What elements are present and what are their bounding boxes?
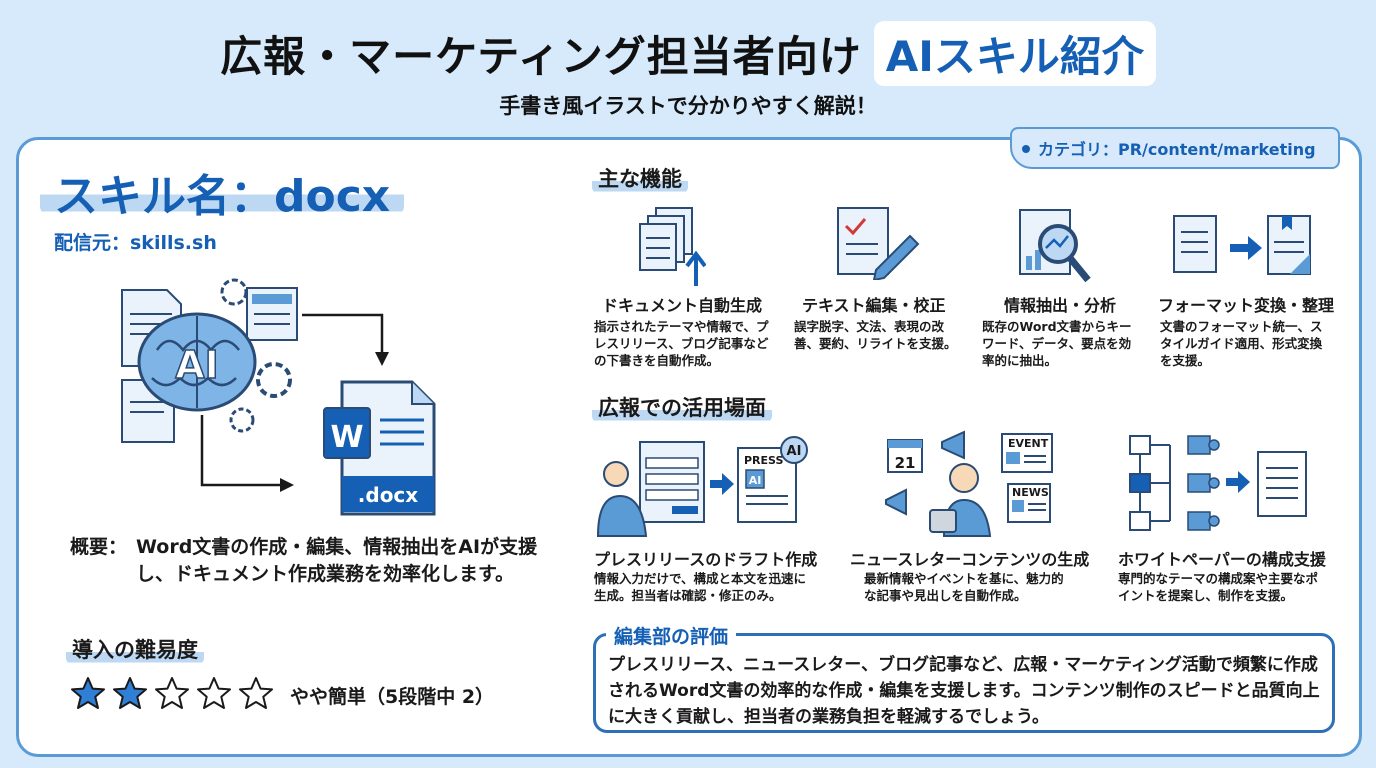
overview: 概要： Word文書の作成・編集、情報抽出をAIが支援し、ドキュメント作成業務を… [70, 534, 550, 588]
feature-desc: 誤字脱字、文法、表現の改善、要約、リライトを支援。 [794, 319, 957, 351]
category-tag: カテゴリ：PR/content/marketing [1010, 127, 1340, 169]
overview-text: Word文書の作成・編集、情報抽出をAIが支援し、ドキュメント作成業務を効率化し… [136, 536, 538, 585]
use-case-name: ホワイトペーパーの構成支援 [1118, 550, 1326, 569]
arrow-right-down [302, 313, 384, 355]
document-icon [246, 287, 298, 341]
megaphone-icon [941, 430, 965, 460]
documents-stack-icon [639, 207, 706, 286]
tablet-icon [929, 509, 957, 533]
star-filled-icon [113, 677, 147, 709]
news-label: NEWS [1012, 486, 1049, 499]
whitepaper-structure-illustration [1129, 435, 1307, 531]
magnifier-analysis-icon [1019, 209, 1091, 283]
use-case-desc: 専門的なテーマの構成案や主要なポイントを提案し、制作を支援。 [1118, 571, 1319, 603]
person-icon [949, 463, 979, 493]
difficulty-stars [70, 676, 280, 712]
newsletter-illustration: 21 EVENT NEWS [885, 430, 1053, 537]
use-case-desc: 情報入力だけで、構成と本文を迅速に生成。担当者は確認・修正のみ。 [594, 571, 807, 603]
feature-desc: 既存のWord文書からキーワード、データ、要点を効率的に抽出。 [982, 319, 1132, 368]
feature-name: 情報抽出・分析 [1004, 296, 1117, 315]
puzzle-icon [1187, 435, 1220, 531]
use-cases-title: 広報での活用場面 [592, 392, 772, 422]
difficulty-title: 導入の難易度 [66, 634, 204, 664]
page-title-highlight: AIスキル紹介 [873, 20, 1156, 86]
press-release-illustration: PRESS AI AI [596, 436, 808, 537]
arrow-right-icon [710, 473, 734, 495]
use-case-desc: 最新情報やイベントを基に、魅力的な記事や見出しを自動作成。 [864, 571, 1064, 603]
arrow-right-icon [1226, 471, 1250, 493]
word-letter: W [330, 420, 363, 455]
star-filled-icon [71, 677, 105, 709]
review-text: プレスリリース、ニュースレター、ブログ記事など、広報・マーケティング活動で頻繁に… [608, 655, 1320, 727]
use-case-name: プレスリリースのドラフト作成 [594, 550, 818, 569]
gear-icon [229, 407, 255, 433]
arrow-head [375, 352, 389, 366]
brain-ai-label: AI [175, 343, 219, 387]
gear-icon [220, 278, 248, 306]
doc-ai-label: AI [749, 474, 762, 487]
megaphone-icon [885, 488, 907, 516]
brain-icon [137, 312, 257, 412]
difficulty-label: やや簡単（5段階中 2） [290, 686, 495, 708]
page-subtitle: 手書き風イラストで分かりやすく解説！ [499, 94, 877, 118]
features-title: 主な機能 [592, 163, 688, 193]
use-case-name: ニュースレターコンテンツの生成 [850, 550, 1090, 569]
feature-desc: 指示されたテーマや情報で、プレスリリース、ブログ記事などの下書きを自動作成。 [594, 319, 769, 368]
ai-badge-label: AI [787, 444, 802, 459]
feature-name: ドキュメント自動生成 [602, 296, 763, 315]
star-empty-icon [197, 677, 231, 709]
skill-source: 配信元：skills.sh [54, 232, 217, 254]
star-empty-icon [239, 677, 273, 709]
edit-document-icon [837, 207, 920, 280]
feature-name: フォーマット変換・整理 [1158, 296, 1335, 315]
star-empty-icon [155, 677, 189, 709]
review-box [593, 633, 1335, 733]
word-document-icon [323, 380, 436, 516]
feature-desc: 文書のフォーマット統一、スタイルガイド適用、形式変換を支援。 [1160, 319, 1323, 368]
page-title: 広報・マーケティング担当者向け [220, 31, 862, 81]
gear-icon [256, 362, 292, 398]
press-label: PRESS [744, 454, 783, 467]
arrow-down-right [200, 415, 282, 487]
calendar-day: 21 [895, 454, 916, 472]
overview-label: 概要： [70, 536, 128, 558]
event-label: EVENT [1008, 437, 1049, 450]
format-convert-icon [1173, 215, 1311, 275]
feature-name: テキスト編集・校正 [802, 296, 946, 315]
docx-extension-label: .docx [358, 483, 419, 507]
skill-name: スキル名：docx [40, 160, 405, 222]
brain-docx-illustration: AI W .docx [121, 278, 436, 516]
person-icon [603, 461, 629, 487]
arrow-head [280, 478, 294, 492]
review-title: 編集部の評価 [606, 622, 737, 649]
page-header: 広報・マーケティング担当者向け AIスキル紹介 [0, 18, 1376, 88]
